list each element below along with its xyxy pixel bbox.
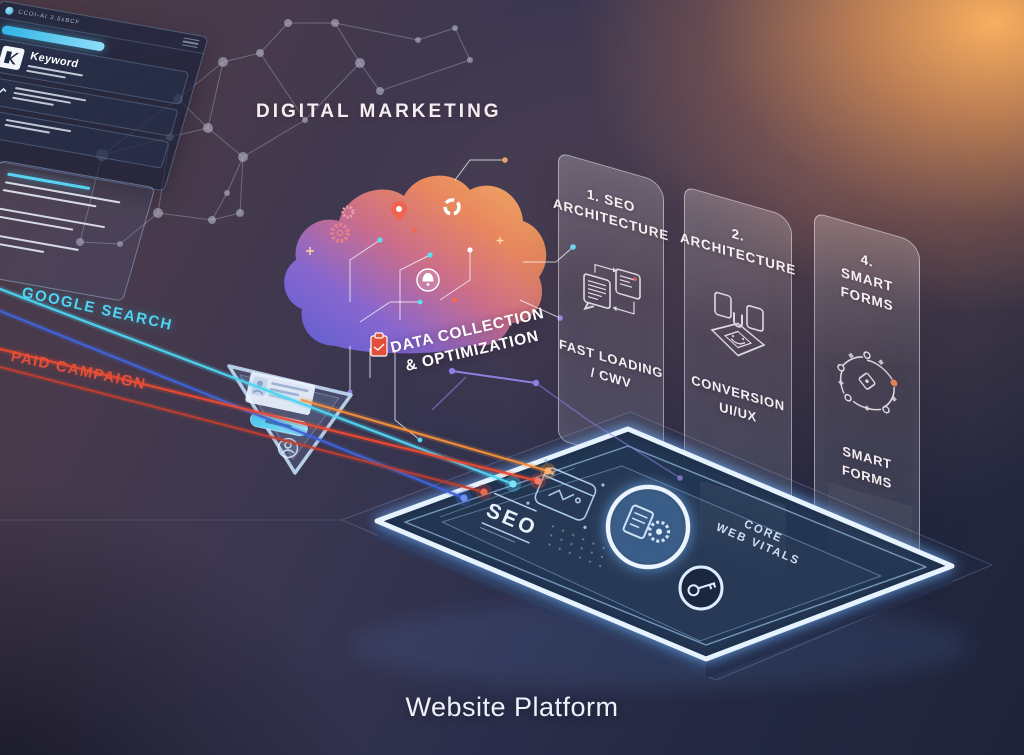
retargeting-beam bbox=[0, 365, 486, 494]
documents-sync-icon bbox=[576, 242, 646, 346]
molecule-icon bbox=[832, 329, 902, 433]
feature-card-smart-forms: 4. SMART FORMS bbox=[814, 212, 920, 559]
beam-endpoint-dots bbox=[456, 463, 556, 506]
paid-campaign-beam bbox=[0, 347, 540, 483]
cloud-circuit-traces bbox=[349, 159, 574, 441]
feature-card-architecture: 2. ARCHITECTURE CONVERSION UI/UX bbox=[680, 186, 796, 517]
search-result-analytics bbox=[0, 75, 179, 137]
clipboard-icon bbox=[370, 332, 388, 357]
gear-document-badge-icon bbox=[605, 484, 691, 570]
footer-title: Website Platform bbox=[405, 692, 619, 722]
location-pin-icon bbox=[391, 201, 407, 221]
search-result-keyword: Keyword bbox=[0, 38, 190, 105]
line-chart-icon bbox=[0, 87, 7, 96]
search-results-mockup: CCOI-AI 3.5xBCF Keyword bbox=[0, 0, 209, 192]
keyword-thumbnail-icon bbox=[0, 45, 26, 71]
sparkle-icons bbox=[306, 237, 504, 255]
bell-icon bbox=[416, 268, 440, 292]
conversion-box-icon bbox=[703, 276, 773, 380]
traffic-beams bbox=[0, 285, 551, 502]
cloud-circuit-dots bbox=[347, 157, 576, 443]
data-cloud-graphic bbox=[284, 157, 576, 443]
cloud-shape bbox=[284, 175, 547, 354]
google-search-beam bbox=[0, 287, 515, 486]
purple-connector-traces bbox=[431, 367, 683, 481]
key-badge-icon bbox=[678, 565, 724, 611]
gear-icon bbox=[330, 205, 355, 243]
donut-chart-icon bbox=[443, 198, 461, 216]
page-title: DIGITAL MARKETING bbox=[256, 101, 502, 122]
feature-card-seo-architecture: 1. SEO ARCHITECTURE FAST LOADING / CWV bbox=[553, 152, 669, 471]
campaign-beam bbox=[300, 398, 550, 473]
